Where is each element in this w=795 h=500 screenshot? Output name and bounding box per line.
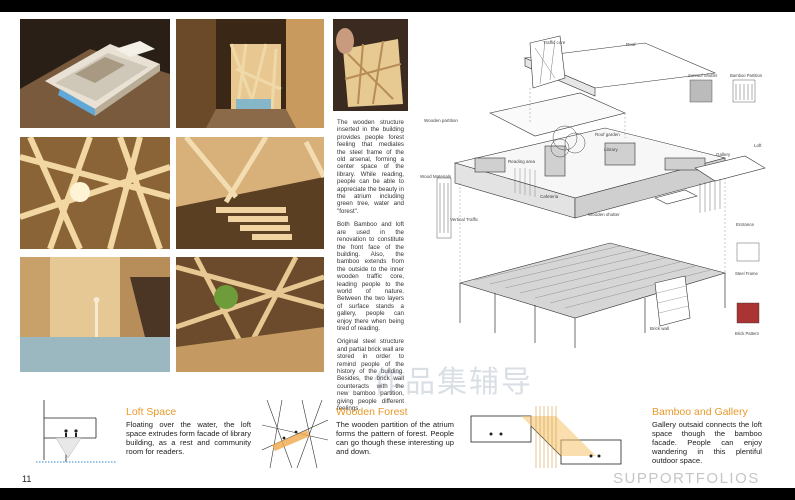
label-traffic-core: Traffic core <box>543 40 566 45</box>
model-photo-stairs <box>176 137 324 249</box>
bottom-frame-bar <box>0 488 795 500</box>
section-text-forest: The wooden partition of the atrium forms… <box>336 420 454 456</box>
model-photo-overview <box>20 19 170 128</box>
label-wood-materials: Wood Materials <box>420 174 452 179</box>
section-title-gallery: Bamboo and Gallery <box>652 406 748 418</box>
label-vertical-traffic: Vertical Traffic <box>450 217 479 222</box>
model-photo-water <box>20 257 170 372</box>
label-entrance: Entrance <box>736 222 755 227</box>
section-title-loft: Loft Space <box>126 406 177 418</box>
label-roof-garden: Roof garden <box>595 132 620 137</box>
forest-section-diagram <box>262 400 328 468</box>
label-brick-pattern: Brick Pattern <box>735 331 759 336</box>
exploded-axonometric-diagram <box>415 18 785 348</box>
section-title-forest: Wooden Forest <box>336 406 408 418</box>
watermark-corner: SUPPORTFOLIOS <box>613 470 760 487</box>
model-photo-atrium <box>176 19 324 128</box>
loft-section-diagram <box>36 400 116 465</box>
section-text-gallery: Gallery outsaid connects the loft space … <box>652 420 762 465</box>
project-description: The wooden structure inserted in the bui… <box>337 119 404 418</box>
description-paragraph: Original steel structure and partial bri… <box>337 338 404 413</box>
description-paragraph: The wooden structure inserted in the bui… <box>337 119 404 215</box>
label-roof: Roof <box>626 42 636 47</box>
label-library: Library <box>604 147 618 152</box>
description-paragraph: Both Bamboo and loft are used in the ren… <box>337 221 404 332</box>
model-photo-hand <box>333 19 408 111</box>
label-gallery: Gallery <box>716 152 731 157</box>
model-photo-interior <box>176 257 324 372</box>
watermark-main: 作品集辅导 <box>373 366 533 399</box>
top-frame-bar <box>0 0 795 12</box>
gallery-section-diagram <box>466 406 626 468</box>
label-cafeteria: Cafeteria <box>540 194 559 199</box>
label-brick-wall: Brick wall <box>650 326 670 331</box>
label-steel-frame: Steel Frame <box>735 271 758 276</box>
label-loft: Loft <box>754 143 762 148</box>
page-number: 11 <box>22 474 32 484</box>
label-reading-area: Reading area <box>508 159 536 164</box>
label-wooden-partition: Wooden partition <box>424 118 458 123</box>
label-bamboo-partition: Bamboo Partition <box>730 73 763 78</box>
section-text-loft: Floating over the water, the loft space … <box>126 420 251 456</box>
label-sunroof-shutter: Sunroof Shutter <box>688 73 718 78</box>
model-photo-lattice <box>20 137 170 249</box>
label-wooden-shutter: Wooden shutter <box>588 212 620 217</box>
